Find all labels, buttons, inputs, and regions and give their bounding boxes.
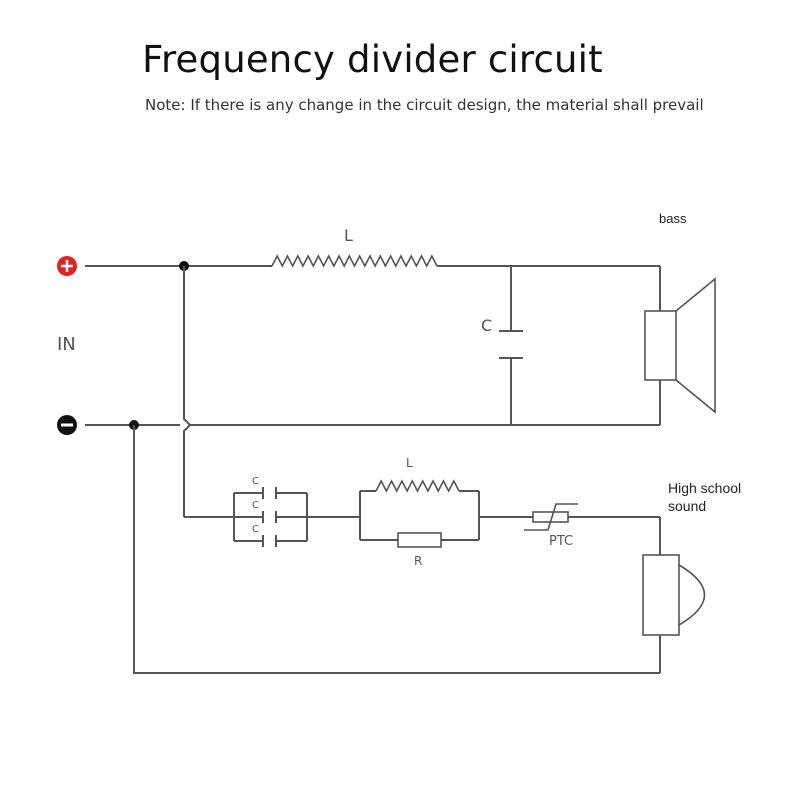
bass-capacitor — [499, 266, 523, 425]
resistor-icon — [397, 532, 442, 548]
treble-inductor-label: L — [406, 456, 413, 470]
tweeter-speaker-icon — [642, 517, 706, 673]
tweeter-label-line1: High school — [668, 480, 741, 496]
ptc-label: PTC — [549, 534, 573, 549]
bass-speaker-label: bass — [659, 211, 687, 226]
bass-speaker-icon — [644, 266, 716, 425]
treble-capacitor-label: C — [252, 476, 259, 487]
input-label: IN — [57, 334, 76, 355]
treble-capacitor-bank — [233, 487, 308, 547]
treble-resistor-label: R — [414, 554, 422, 568]
diagram-title: Frequency divider circuit — [142, 38, 603, 81]
crossover-wire — [183, 266, 192, 517]
bass-inductor — [271, 254, 438, 268]
diagram-note: Note: If there is any change in the circ… — [145, 96, 704, 114]
tweeter-label-line2: sound — [668, 498, 706, 514]
treble-lr-network — [359, 479, 480, 548]
treble-capacitor-label: C — [252, 524, 259, 535]
return-wire — [133, 425, 660, 674]
negative-terminal-icon — [57, 415, 77, 435]
positive-terminal-icon — [57, 256, 77, 276]
treble-capacitor-label: C — [252, 500, 259, 511]
bass-capacitor-label: C — [481, 316, 492, 335]
bass-inductor-label: L — [344, 226, 353, 245]
